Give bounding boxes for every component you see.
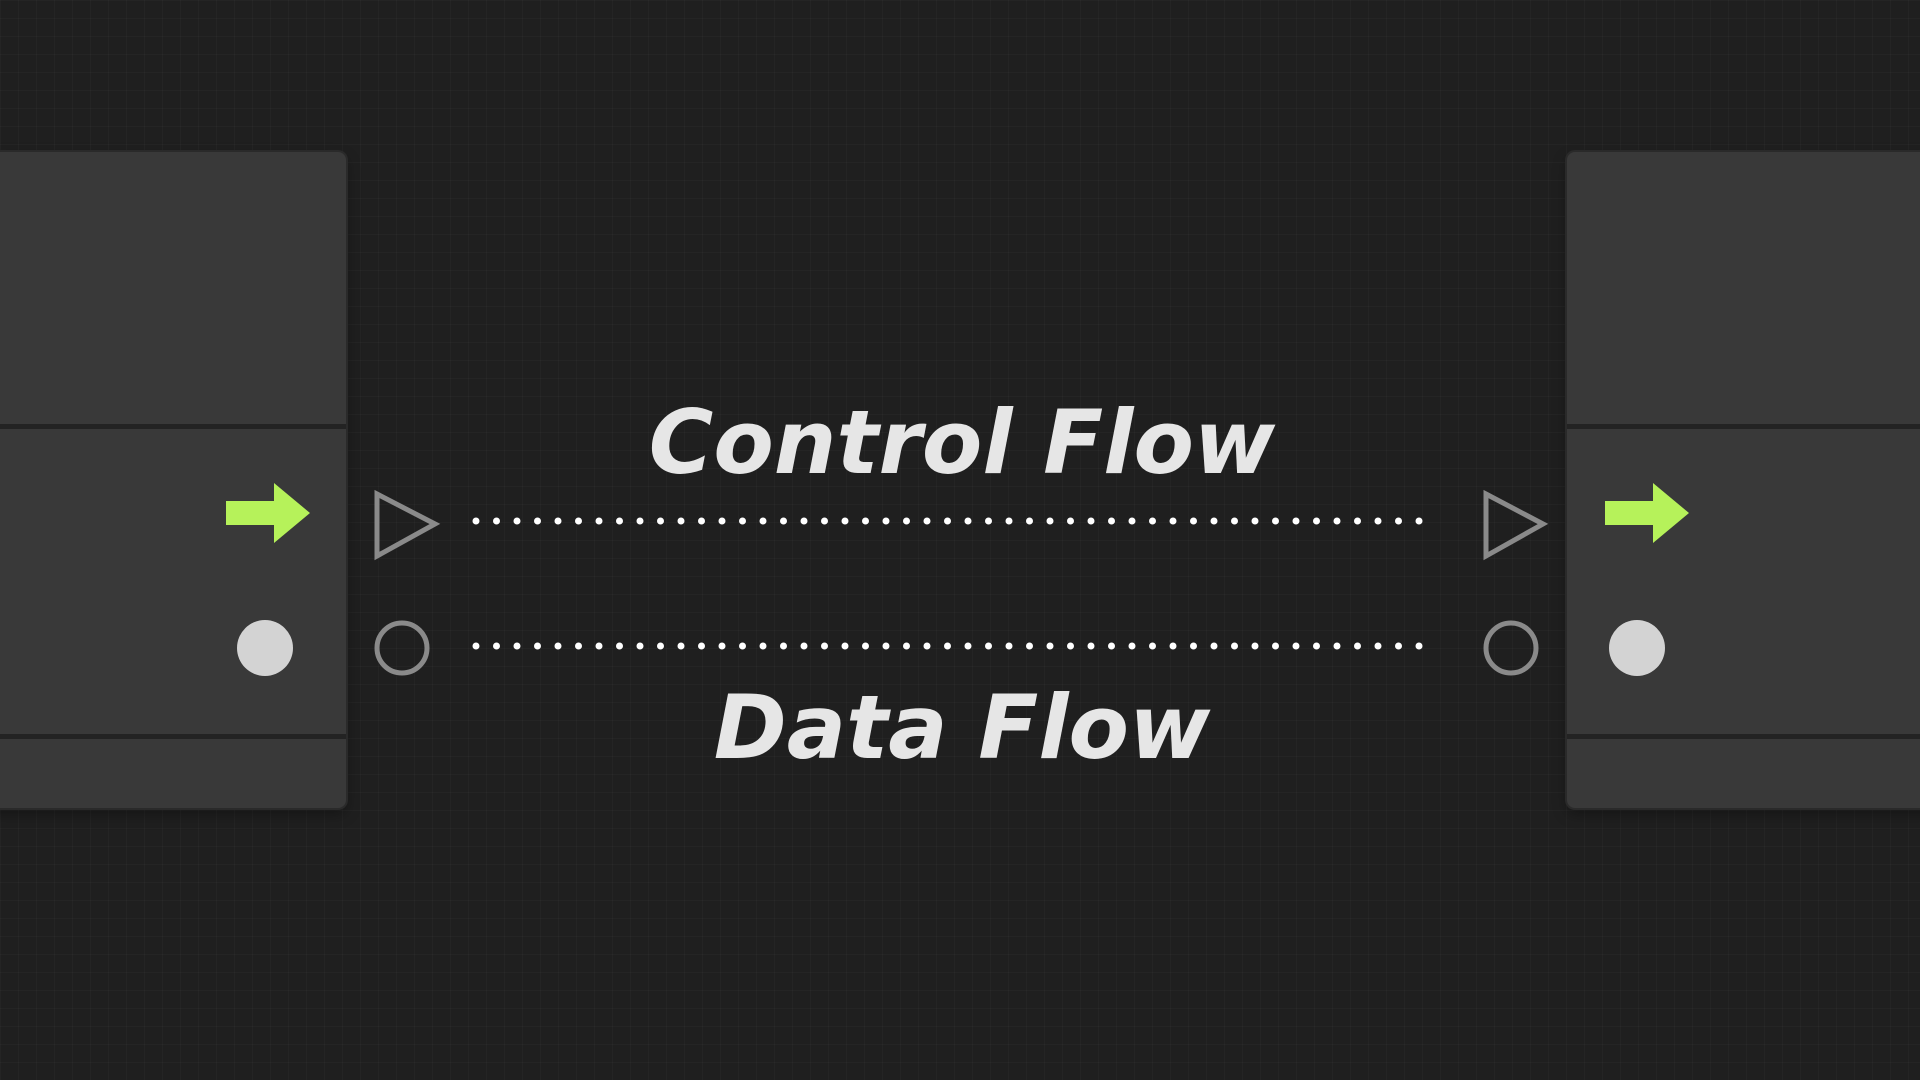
node-footer-divider (0, 734, 346, 739)
exec-in-triangle-icon[interactable] (1483, 489, 1549, 561)
node-footer-divider (1567, 734, 1920, 739)
exec-out-arrow-icon[interactable] (226, 483, 310, 543)
control-flow-label: Control Flow (649, 391, 1276, 494)
node-header-divider (0, 424, 346, 429)
data-out-filled-circle-icon[interactable] (1609, 620, 1665, 676)
data-flow-label: Data Flow (714, 676, 1211, 779)
node-header-divider (1567, 424, 1920, 429)
exec-in-triangle-icon[interactable] (374, 489, 441, 561)
exec-out-arrow-icon[interactable] (1605, 483, 1689, 543)
left-node[interactable] (0, 152, 346, 808)
data-in-hollow-circle-icon[interactable] (1483, 620, 1539, 676)
right-node[interactable] (1567, 152, 1920, 808)
data-in-hollow-circle-icon[interactable] (374, 620, 430, 676)
data-out-filled-circle-icon[interactable] (237, 620, 293, 676)
